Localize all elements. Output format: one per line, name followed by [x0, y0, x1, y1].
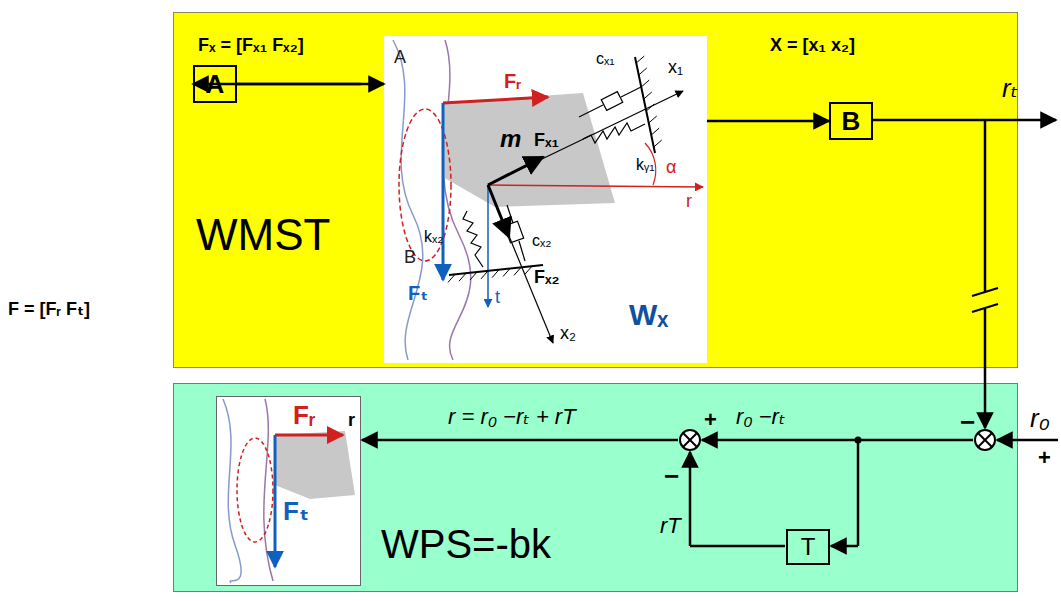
vector-label: X = [x₁ x₂] [770, 35, 855, 55]
part-label: Wₓ [629, 298, 668, 331]
box-label: T [801, 534, 816, 560]
signal-name-holder: r₀ [1030, 404, 1050, 433]
part-label: kₓ₂ [424, 228, 443, 245]
part-label: r [348, 410, 355, 430]
part-label-holder: m [500, 126, 521, 152]
part-label-holder: x₁ [668, 58, 683, 78]
part-label-holder: Fᵣ [504, 70, 521, 92]
part-label: m [500, 125, 521, 152]
sign-label-holder: − [664, 462, 679, 491]
part-label-holder: Fₓ₂ [534, 268, 560, 288]
part-label: A [394, 47, 406, 67]
band-title: WPS=-bk [381, 522, 551, 566]
sign-label: − [664, 461, 679, 491]
part-label-holder: B [404, 248, 416, 268]
part-label-holder: t [495, 288, 500, 308]
signal-name-holder: r₀ −rₜ [736, 405, 785, 429]
part-label: Fₓ₁ [534, 130, 559, 150]
part-label: cₓ₂ [532, 232, 551, 249]
vector-label: F = [Fᵣ Fₜ] [8, 299, 90, 319]
part-label: B [404, 247, 416, 267]
signal-name: rT [660, 513, 681, 538]
box-label: B [842, 107, 861, 136]
part-label-holder: Wₓ [629, 298, 668, 331]
box-label: A [206, 70, 225, 99]
break-mark [972, 288, 998, 312]
part-label-holder: Fₜ [408, 282, 428, 304]
sign-label-holder: − [960, 408, 975, 437]
part-label-holder: Fₓ₁ [534, 131, 559, 151]
part-label: x₁ [668, 57, 683, 77]
part-label: r [686, 191, 692, 211]
part-label-holder: r [348, 411, 355, 431]
band-title-holder: WMST [196, 211, 330, 259]
part-label-holder: kᵧ₁ [636, 156, 655, 174]
part-label-holder: kₓ₂ [424, 228, 443, 246]
signal-equation: r = r₀ −rₜ + rT [448, 404, 576, 429]
vector-label-holder: Fₓ = [Fₓ₁ Fₓ₂] [198, 36, 304, 56]
band-title-holder: WPS=-bk [381, 522, 551, 566]
part-label: x₂ [560, 323, 576, 343]
signal-equation-holder: r = r₀ −rₜ + rT [448, 405, 576, 429]
signal-arrow [707, 120, 829, 123]
sign-label: − [960, 407, 975, 437]
part-label: Fᵣ [504, 70, 521, 92]
signal-arrow [193, 83, 361, 86]
matrix-box: B [829, 102, 873, 140]
part-label-holder: cₓ₁ [596, 50, 615, 68]
part-label: t [495, 287, 500, 307]
part-label-holder: Fₜ [283, 497, 309, 526]
vector-label-holder: F = [Fᵣ Fₜ] [8, 300, 90, 320]
sign-label-holder: + [704, 408, 717, 432]
part-label: cₓ₁ [596, 50, 615, 67]
signal-name-holder: rₜ [1002, 74, 1018, 103]
sign-label: + [1038, 445, 1051, 470]
part-label-holder: A [394, 48, 406, 68]
sign-label: + [704, 407, 717, 432]
vector-label: Fₓ = [Fₓ₁ Fₓ₂] [198, 35, 304, 55]
part-label: α [666, 157, 676, 177]
signal-name-holder: rT [660, 514, 681, 538]
delay-box: T [786, 529, 830, 565]
part-label: kᵧ₁ [636, 156, 655, 173]
part-label-holder: Fᵣ [293, 401, 315, 430]
part-label-holder: α [666, 158, 676, 178]
vector-label-holder: X = [x₁ x₂] [770, 36, 855, 56]
signal-name: rₜ [1002, 73, 1018, 103]
sign-label-holder: + [1038, 446, 1051, 470]
cutting-force-sketch [223, 399, 355, 583]
part-label: Fₜ [283, 496, 309, 526]
part-label-holder: cₓ₂ [532, 232, 551, 250]
tool-vibration-model [393, 40, 703, 360]
part-label-holder: r [686, 192, 692, 212]
part-label: Fᵣ [293, 400, 315, 430]
signal-name: r₀ [1030, 403, 1050, 433]
summing-junctions [680, 430, 995, 450]
part-label: Fₜ [408, 282, 428, 304]
signal-name: r₀ −rₜ [736, 404, 785, 429]
part-label: Fₓ₂ [534, 267, 560, 287]
part-label-holder: x₂ [560, 324, 576, 344]
band-title: WMST [196, 210, 330, 259]
